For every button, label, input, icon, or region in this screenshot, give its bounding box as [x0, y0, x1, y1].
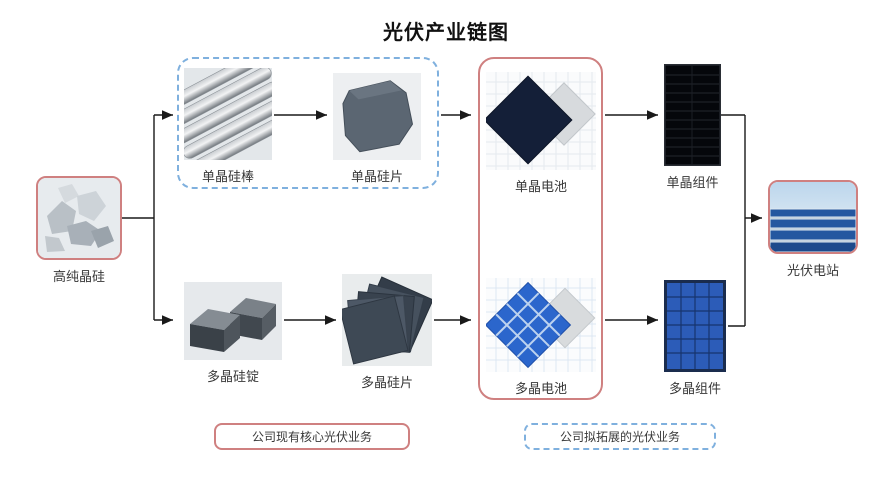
node-multi-wafer: 多晶硅片: [342, 274, 432, 391]
mono-module-label: 单晶组件: [666, 175, 719, 190]
node-silicon: 高纯晶硅: [36, 176, 122, 285]
node-multi-cell: 多晶电池: [486, 278, 596, 397]
silicon-label: 高纯晶硅: [52, 269, 105, 284]
existing-business-cells-box: [478, 57, 603, 400]
multi-module-image: [664, 280, 726, 372]
node-multi-module: 多晶组件: [664, 280, 726, 397]
multi-ingot-image: [184, 282, 282, 360]
mono-cell-image: [486, 72, 596, 170]
multi-wafer-label: 多晶硅片: [360, 375, 413, 390]
node-plant: 光伏电站: [768, 180, 858, 279]
silicon-chunks-image: [36, 176, 122, 260]
multi-wafer-image: [342, 274, 432, 366]
planned-business-group-box-top: [177, 57, 439, 189]
node-mono-wafer: 单晶硅片: [333, 73, 421, 185]
mono-module-image: [664, 64, 721, 166]
mono-wafer-label: 单晶硅片: [350, 169, 403, 184]
node-multi-ingot: 多晶硅锭: [184, 282, 282, 385]
multi-module-label: 多晶组件: [668, 381, 721, 396]
multi-cell-image: [486, 278, 596, 372]
diagram-title: 光伏产业链图: [383, 22, 509, 44]
mono-rod-label: 单晶硅棒: [201, 169, 254, 184]
multi-cell-label: 多晶电池: [514, 381, 567, 396]
legend-existing-label: 公司现有核心光伏业务: [251, 430, 372, 444]
mono-wafer-image: [333, 73, 421, 160]
legend-existing-business: 公司现有核心光伏业务: [214, 423, 410, 450]
mono-cell-label: 单晶电池: [514, 179, 567, 194]
legend-planned-label: 公司拟拓展的光伏业务: [559, 430, 680, 444]
mono-rod-image: [184, 68, 272, 160]
node-mono-module: 单晶组件: [664, 64, 721, 191]
plant-label: 光伏电站: [786, 263, 839, 278]
node-mono-cell: 单晶电池: [486, 72, 596, 195]
legend-planned-business: 公司拟拓展的光伏业务: [524, 423, 716, 450]
node-mono-rod: 单晶硅棒: [184, 68, 272, 185]
multi-ingot-label: 多晶硅锭: [206, 369, 259, 384]
pv-station-image: [768, 180, 858, 254]
